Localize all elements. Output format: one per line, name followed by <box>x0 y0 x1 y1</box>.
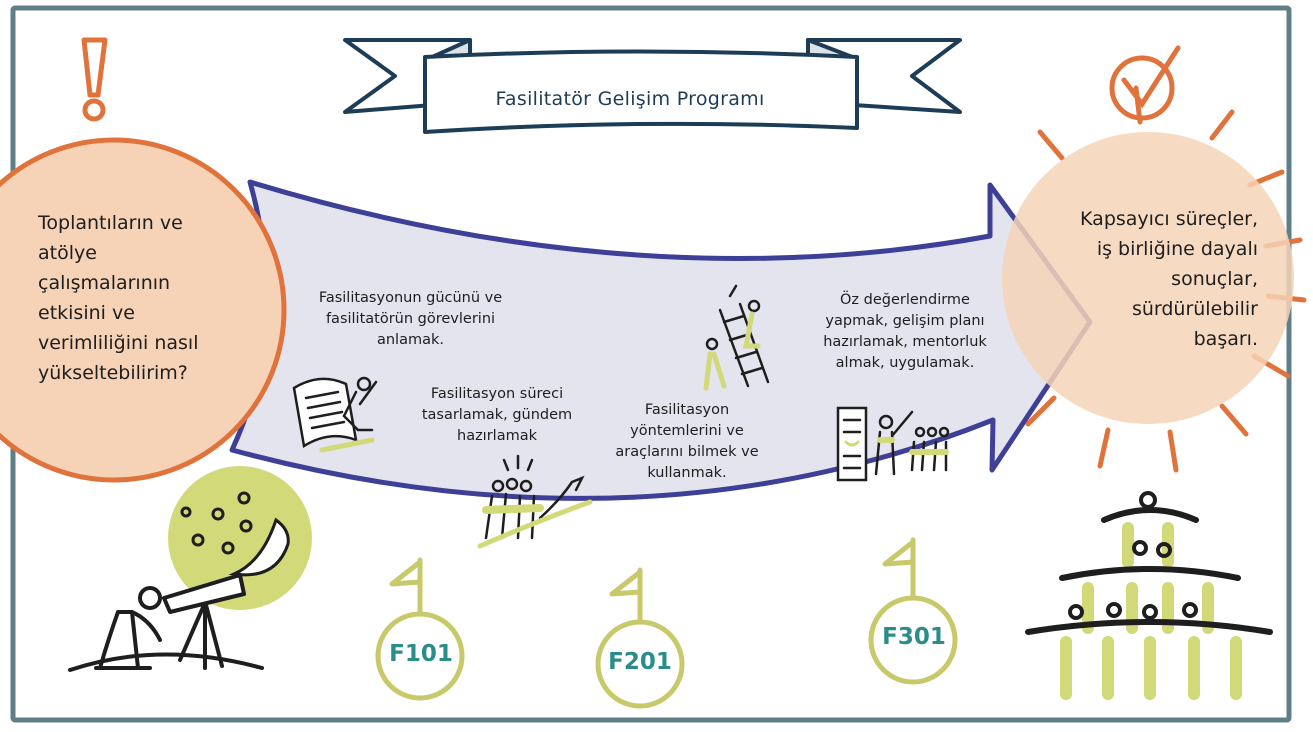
question-line: Toplantıların ve <box>38 212 183 234</box>
question-line: etkisini ve <box>38 302 135 324</box>
milestone-f301: F301 <box>882 624 946 650</box>
question-line: atölye <box>38 242 97 264</box>
step-line: fasilitatörün görevlerini <box>325 311 496 327</box>
step-line: araçlarını bilmek ve <box>615 444 759 460</box>
question-circle <box>0 137 287 483</box>
page-title: Fasilitatör Gelişim Programı <box>495 88 765 110</box>
step-line: anlamak. <box>376 332 444 348</box>
outcome-line: sonuçlar, <box>1171 268 1258 290</box>
step-line: Fasilitasyon süreci <box>430 386 564 402</box>
step-line: yöntemlerini ve <box>630 423 744 439</box>
flag-icon <box>595 567 685 709</box>
milestone-f101: F101 <box>389 641 453 667</box>
presentation-icon <box>836 406 950 482</box>
outcome-text: Kapsayıcı süreçler, iş birliğine dayalı … <box>1000 204 1258 354</box>
step-1-text: Fasilitasyonun gücünü ve fasilitatörün g… <box>278 288 543 351</box>
question-line: çalışmalarının <box>38 272 171 294</box>
outcome-line: Kapsayıcı süreçler, <box>1080 208 1258 230</box>
milestone-f201: F201 <box>608 649 672 675</box>
outcome-line: başarı. <box>1193 328 1258 350</box>
human-pyramid-icon <box>1025 491 1273 700</box>
moon-icon <box>180 491 290 577</box>
outcome-line: iş birliğine dayalı <box>1096 238 1258 260</box>
step-line: hazırlamak, mentorluk <box>823 334 987 350</box>
step-4-text: Öz değerlendirme yapmak, gelişim planı h… <box>796 290 1014 374</box>
outcome-circle <box>1002 132 1294 424</box>
step-line: yapmak, gelişim planı <box>825 313 985 329</box>
step-line: kullanmak. <box>647 465 727 481</box>
question-line: verimliliğini nasıl <box>38 332 199 354</box>
title-banner <box>343 38 962 134</box>
ladder-icon <box>703 284 770 391</box>
step-line: tasarlamak, gündem <box>421 407 573 423</box>
question-text: Toplantıların ve atölye çalışmalarının e… <box>38 208 253 388</box>
exclamation-icon <box>81 37 108 122</box>
step-line: Öz değerlendirme <box>840 292 970 308</box>
outcome-line: sürdürülebilir <box>1131 298 1258 320</box>
step-line: Fasilitasyon <box>644 402 730 418</box>
flag-icon <box>375 557 465 701</box>
moon-disk <box>168 466 312 610</box>
step-3-text: Fasilitasyon yöntemlerini ve araçlarını … <box>592 400 782 484</box>
step-line: hazırlamak <box>457 428 537 444</box>
step-line: almak, uygulamak. <box>835 355 975 371</box>
telescope-icon <box>68 573 264 672</box>
question-line: yükseltebilirim? <box>38 362 188 384</box>
growth-arrow-icon <box>477 454 593 549</box>
step-2-text: Fasilitasyon süreci tasarlamak, gündem h… <box>392 384 602 447</box>
step-line: Fasilitasyonun gücünü ve <box>318 290 503 306</box>
flag-icon <box>868 537 958 685</box>
checkmark-icon <box>1109 45 1181 121</box>
document-icon <box>292 376 378 453</box>
